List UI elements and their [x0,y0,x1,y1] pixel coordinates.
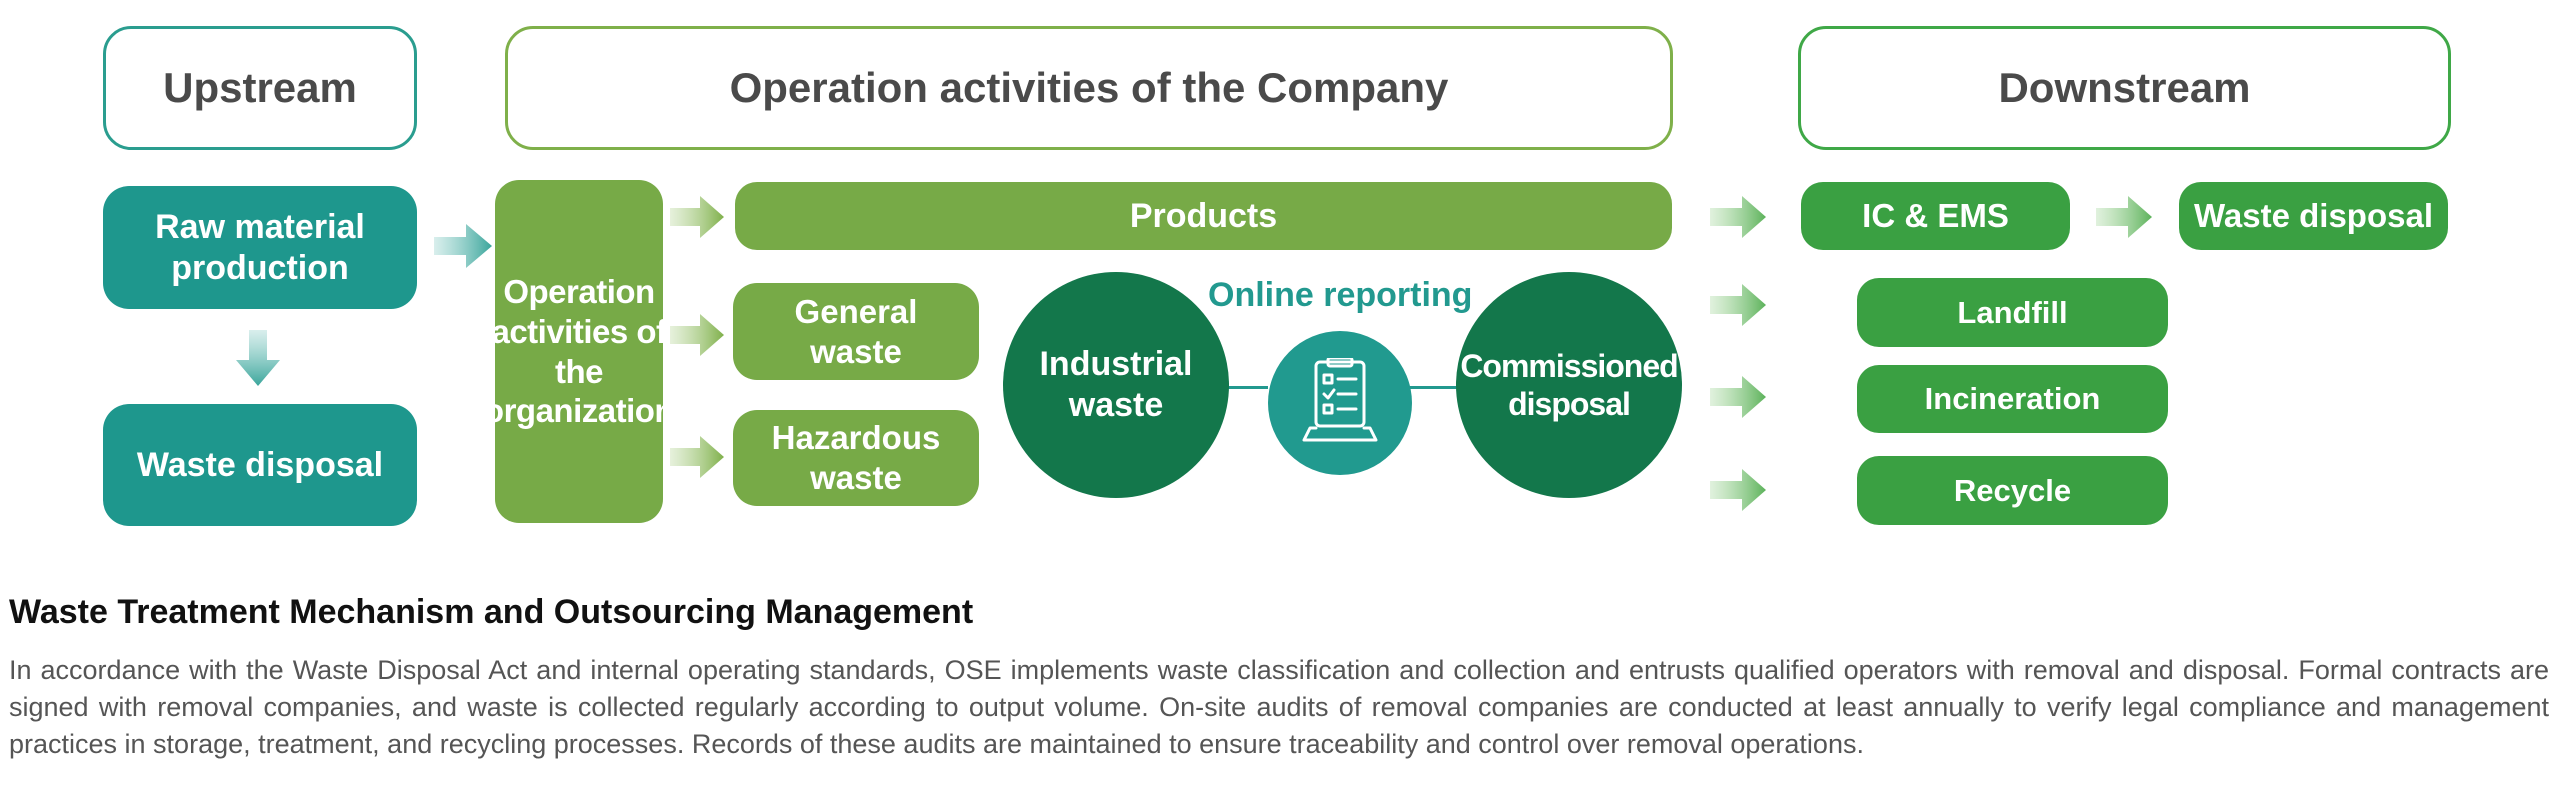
upstream-header: Upstream [103,26,417,150]
operation-activities-label: Operation activities of the organization [483,273,675,430]
arrow-to-landfill [1710,284,1766,326]
arrow-raw-material-to-waste-disposal [236,330,280,386]
general-waste-box: General waste [733,283,979,380]
incineration-label: Incineration [1924,381,2101,417]
hazardous-waste-box: Hazardous waste [733,410,979,506]
general-waste-label: General waste [794,292,918,370]
ic-ems-box: IC & EMS [1801,182,2070,250]
recycle-box: Recycle [1857,456,2168,525]
clipboard-checklist-laptop-icon [1302,358,1378,442]
industrial-waste-circle: Industrial waste [1003,272,1229,498]
commissioned-disposal-label: Commissioned disposal [1460,347,1678,422]
ic-ems-label: IC & EMS [1862,197,2009,235]
raw-material-production-box: Raw material production [103,186,417,309]
arrow-to-incineration [1710,376,1766,418]
arrow-products-to-ic-ems [1710,196,1766,238]
downstream-waste-disposal-label: Waste disposal [2193,197,2433,235]
incineration-box: Incineration [1857,365,2168,433]
arrow-ic-ems-to-waste-disposal [2096,196,2152,238]
downstream-header-label: Downstream [1998,64,2251,111]
connector-reporting-to-commissioned [1410,386,1458,389]
arrow-to-recycle [1710,469,1766,511]
products-box: Products [735,182,1672,250]
operation-header-label: Operation activities of the Company [729,64,1449,111]
connector-industrial-to-reporting [1228,386,1268,389]
downstream-header: Downstream [1798,26,2451,150]
section-paragraph: In accordance with the Waste Disposal Ac… [9,655,2549,759]
arrow-operation-to-general-waste [670,314,724,356]
hazardous-waste-label: Hazardous waste [771,419,941,496]
landfill-label: Landfill [1957,294,2068,330]
commissioned-disposal-circle: Commissioned disposal [1456,272,1682,498]
upstream-header-label: Upstream [163,64,357,111]
arrow-raw-material-to-operation [434,224,492,268]
online-reporting-circle [1268,331,1412,475]
arrow-operation-to-products [670,196,724,238]
operation-activities-box: Operation activities of the organization [484,180,675,523]
products-label: Products [1129,196,1278,235]
upstream-waste-disposal-box: Waste disposal [103,404,417,526]
operation-header: Operation activities of the Company [505,26,1673,150]
recycle-label: Recycle [1953,472,2072,508]
online-reporting-label: Online reporting [1208,276,1473,314]
upstream-waste-disposal-label: Waste disposal [136,445,384,484]
landfill-box: Landfill [1857,278,2168,347]
industrial-waste-label: Industrial waste [1039,345,1193,424]
arrow-operation-to-hazardous-waste [670,436,724,478]
raw-material-production-label: Raw material production [155,207,365,287]
section-heading: Waste Treatment Mechanism and Outsourcin… [9,593,974,631]
downstream-waste-disposal-box: Waste disposal [2179,182,2448,250]
